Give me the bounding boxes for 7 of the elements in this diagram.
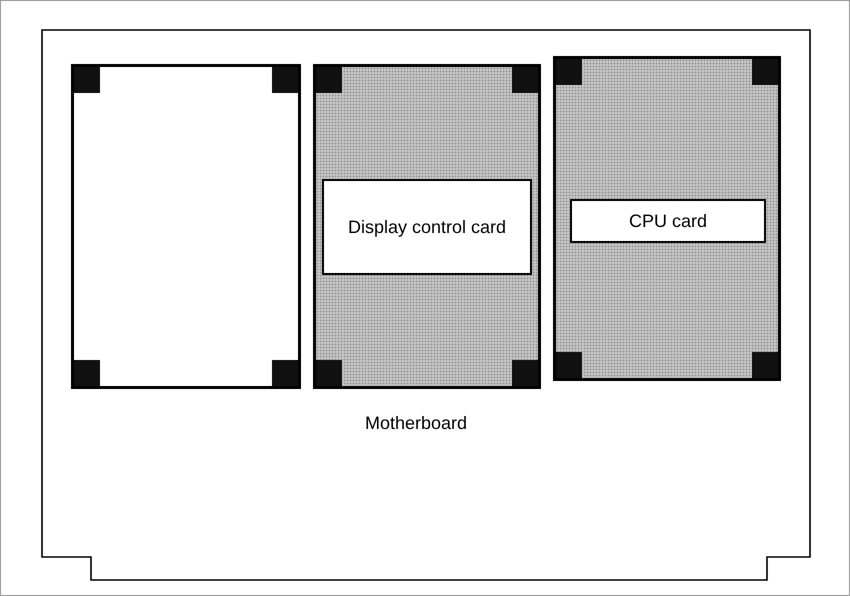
motherboard-outline <box>41 29 811 581</box>
card-label: CPU card <box>570 199 766 243</box>
expansion-card <box>553 56 781 381</box>
board-name: Motherboard <box>364 413 468 434</box>
expansion-card <box>313 64 541 389</box>
card-label: Display control card <box>322 179 532 275</box>
expansion-card <box>71 64 301 389</box>
